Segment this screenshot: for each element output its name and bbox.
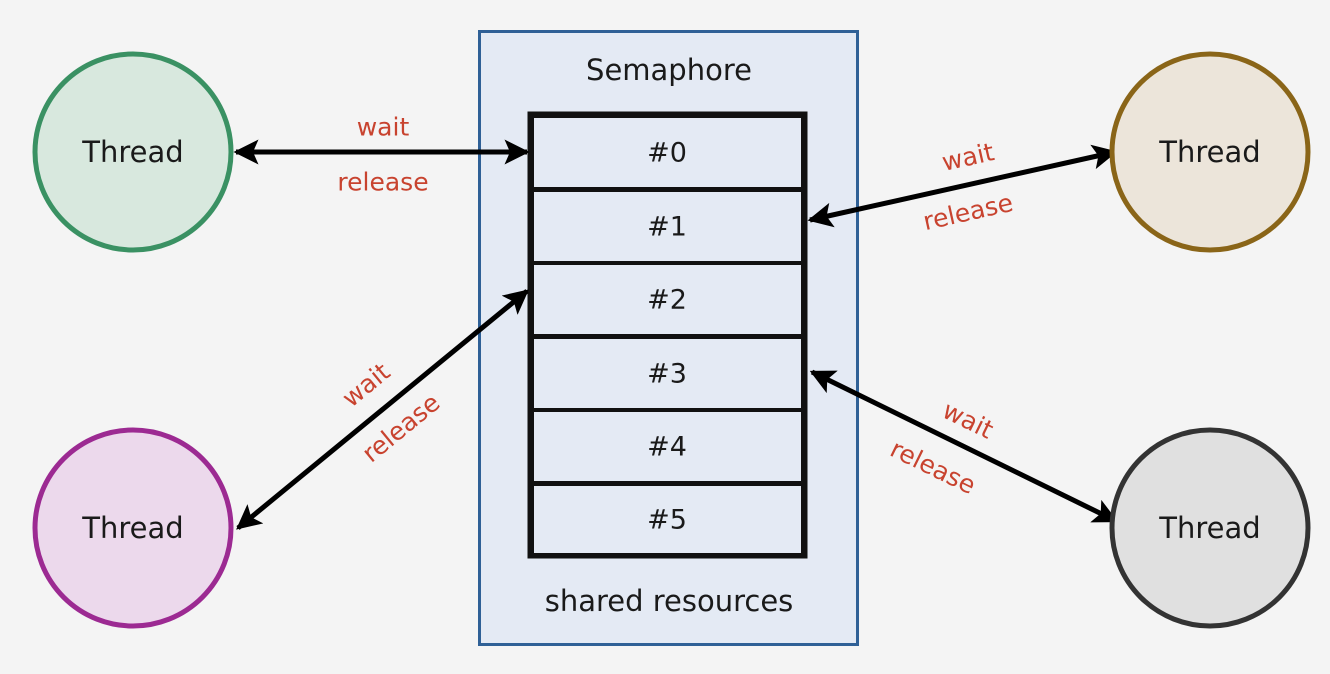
edge-top-left-label-wait: wait — [357, 113, 410, 142]
resource-slot-1[interactable]: #1 — [531, 189, 804, 264]
edge-top-right-line — [807, 144, 1118, 228]
resource-slot-3-label: #3 — [647, 359, 687, 390]
thread-top-left-label: Thread — [81, 135, 183, 169]
resource-slot-5-cell — [531, 483, 804, 556]
resource-slot-3[interactable]: #3 — [531, 336, 804, 411]
semaphore-title: Semaphore — [586, 53, 752, 87]
resource-slot-2-label: #2 — [647, 285, 687, 316]
resource-table: #0 #1 #2 #3 #4 #5 — [527, 111, 808, 559]
thread-node-bottom-left[interactable]: Thread — [32, 427, 234, 629]
resource-slot-0[interactable]: #0 — [531, 115, 804, 190]
thread-top-right-circle — [1109, 51, 1311, 253]
resource-slot-1-cell — [531, 189, 804, 264]
edge-bottom-right-label-release: release — [886, 434, 981, 500]
resource-slot-0-cell — [531, 115, 804, 190]
edge-top-right-label-release: release — [920, 188, 1015, 236]
edge-bottom-left-line — [236, 289, 529, 530]
resource-slot-0-label: #0 — [647, 138, 687, 169]
resource-slot-4[interactable]: #4 — [531, 409, 804, 484]
edge-top-right-label-wait: wait — [939, 137, 997, 177]
thread-bottom-right-label: Thread — [1158, 511, 1260, 545]
thread-top-right-label: Thread — [1158, 135, 1260, 169]
resource-slot-2-cell — [531, 262, 804, 337]
edge-top-left-label-release: release — [337, 168, 428, 197]
thread-bottom-right-circle — [1109, 427, 1311, 629]
edge-bottom-right-line — [809, 369, 1119, 524]
resource-slot-2[interactable]: #2 — [531, 262, 804, 337]
resource-slot-3-cell — [531, 336, 804, 411]
resource-slot-5[interactable]: #5 — [531, 483, 804, 556]
shared-resources-caption: shared resources — [545, 584, 794, 618]
thread-node-top-right[interactable]: Thread — [1109, 51, 1311, 253]
thread-node-bottom-right[interactable]: Thread — [1109, 427, 1311, 629]
thread-top-left-circle — [32, 51, 234, 253]
thread-bottom-left-label: Thread — [81, 511, 183, 545]
thread-bottom-left-circle — [32, 427, 234, 629]
resource-slot-1-label: #1 — [647, 212, 687, 243]
edge-top-left[interactable]: wait release — [233, 113, 530, 197]
resource-slot-5-label: #5 — [647, 505, 687, 536]
resource-slot-4-label: #4 — [647, 432, 687, 463]
resource-slot-4-cell — [531, 409, 804, 484]
thread-node-top-left[interactable]: Thread — [32, 51, 234, 253]
